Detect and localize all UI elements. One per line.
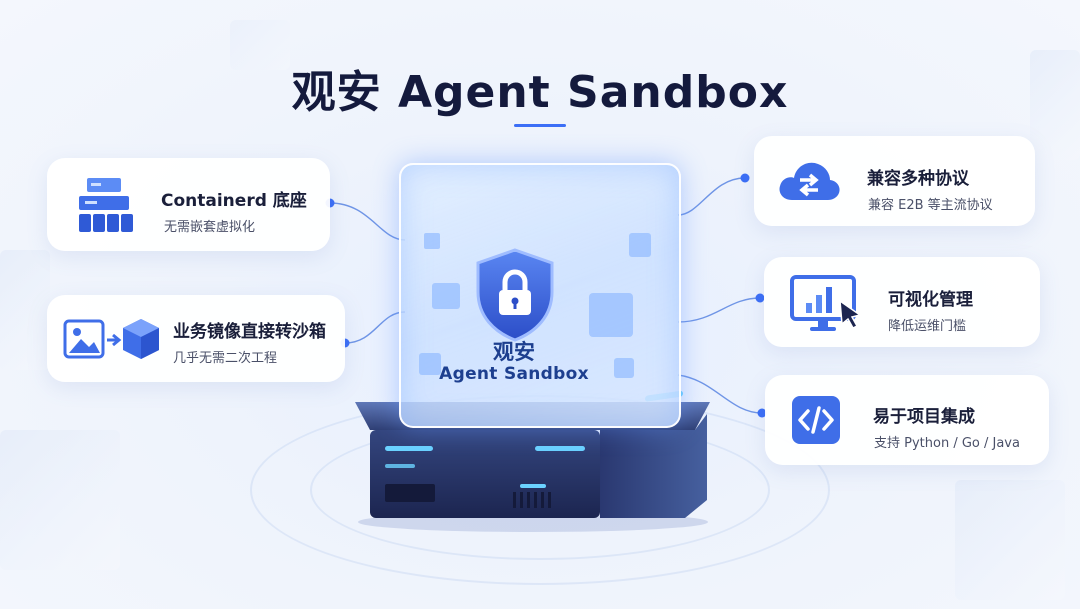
code-icon <box>792 396 840 444</box>
feature-card-visual: 可视化管理 降低运维门槛 <box>764 257 1040 347</box>
feature-subtitle: 兼容 E2B 等主流协议 <box>868 198 993 213</box>
bg-block <box>1030 50 1080 160</box>
feature-subtitle: 无需嵌套虚拟化 <box>164 220 256 235</box>
image-to-cube-icon <box>63 319 159 359</box>
feature-card-integration: 易于项目集成 支持 Python / Go / Java <box>765 375 1049 465</box>
feature-title: 可视化管理 <box>888 290 973 310</box>
server-stack-icon <box>79 178 133 232</box>
page-title: 观安 Agent Sandbox <box>291 67 789 118</box>
title-underline <box>514 124 566 127</box>
monitor-chart-icon <box>790 275 862 331</box>
feature-title: 兼容多种协议 <box>867 169 969 189</box>
feature-subtitle: 降低运维门槛 <box>888 319 967 334</box>
cloud-sync-icon <box>779 162 840 200</box>
cube-label-product: Agent Sandbox <box>439 364 589 384</box>
feature-card-containerd: Containerd 底座 无需嵌套虚拟化 <box>47 158 330 251</box>
feature-subtitle: 几乎无需二次工程 <box>173 351 278 366</box>
feature-title: 业务镜像直接转沙箱 <box>173 322 326 342</box>
bg-block <box>230 20 290 70</box>
cube-label-brand: 观安 <box>493 340 535 364</box>
cube-inner-blocks <box>419 233 651 378</box>
feature-subtitle: 支持 Python / Go / Java <box>874 436 1020 451</box>
bg-block <box>0 430 120 570</box>
shield-lock-icon <box>476 248 554 342</box>
bg-block <box>955 480 1065 600</box>
feature-card-protocol: 兼容多种协议 兼容 E2B 等主流协议 <box>754 136 1035 226</box>
feature-title: 易于项目集成 <box>873 407 975 427</box>
feature-title: Containerd 底座 <box>161 191 307 211</box>
bg-block <box>0 250 50 370</box>
feature-card-image: 业务镜像直接转沙箱 几乎无需二次工程 <box>47 295 345 382</box>
